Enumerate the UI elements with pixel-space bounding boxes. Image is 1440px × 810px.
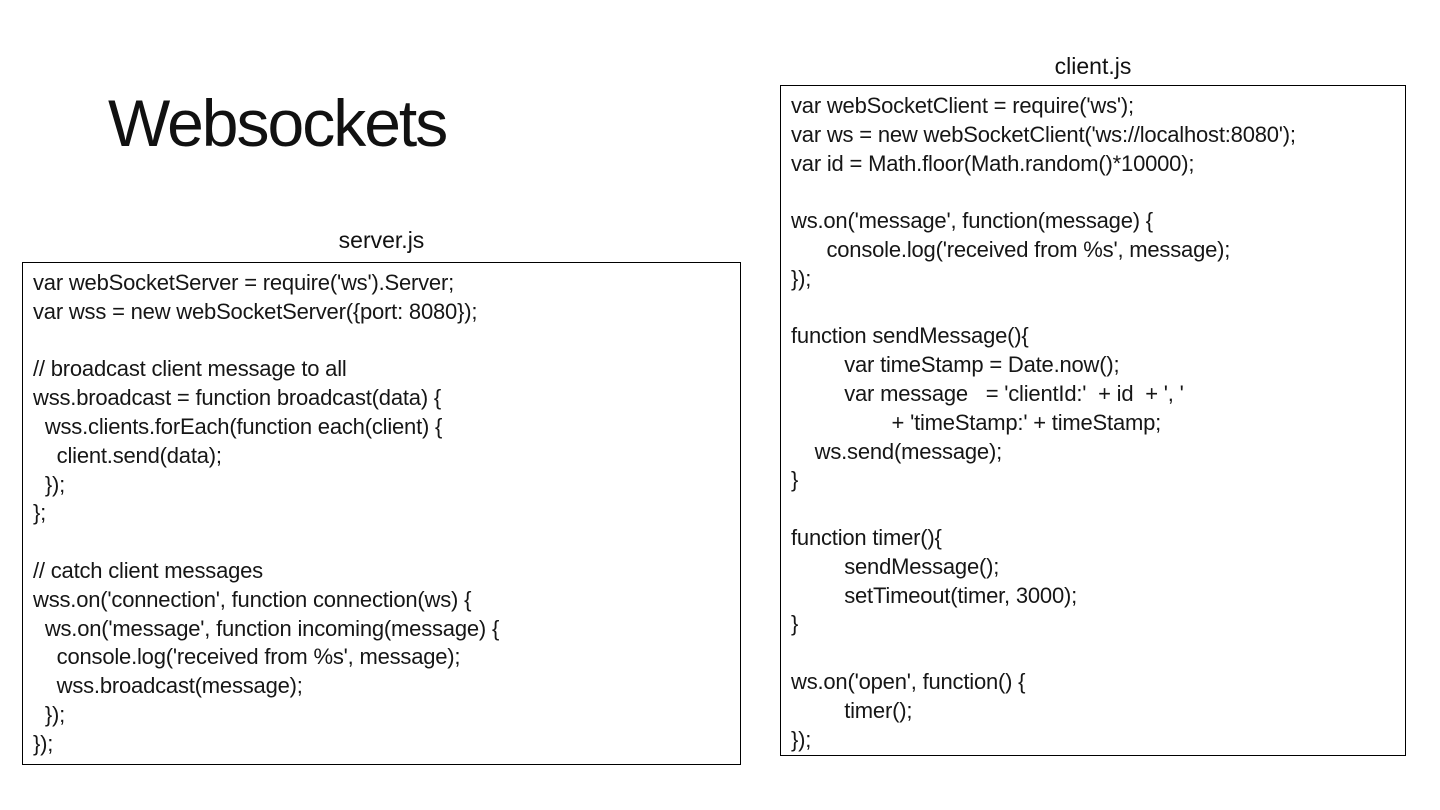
server-code-box: var webSocketServer = require('ws').Serv… [22,262,741,765]
server-code: var webSocketServer = require('ws').Serv… [33,270,500,756]
slide-title: Websockets [108,86,448,160]
client-file-label: client.js [1054,53,1132,79]
client-code-box: var webSocketClient = require('ws'); var… [780,85,1406,756]
server-file-label: server.js [338,227,425,253]
client-code: var webSocketClient = require('ws'); var… [791,93,1296,752]
